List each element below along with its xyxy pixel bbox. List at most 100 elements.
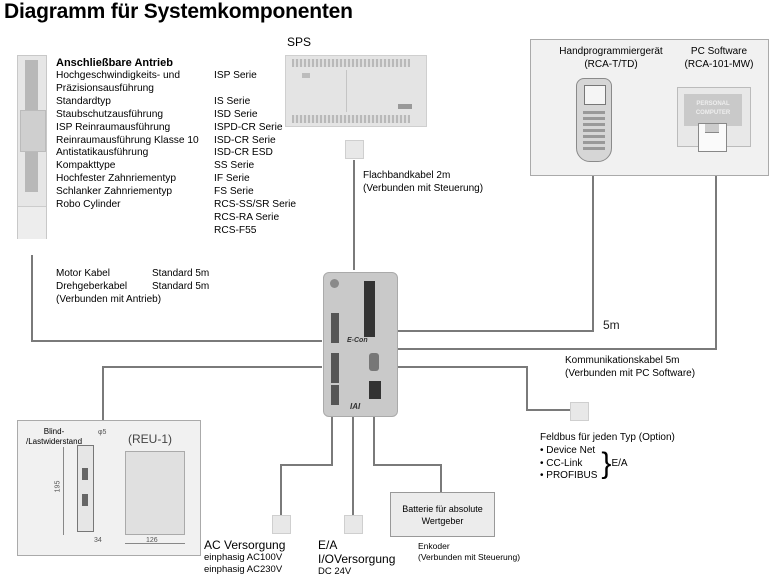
drive-series: ISP Serie (214, 70, 257, 81)
resistor-line2: /Lastwiderstand (26, 437, 83, 446)
plc-image (285, 55, 427, 127)
drive-type: Hochfester Zahnriementyp (56, 173, 177, 185)
regen-unit-wire (102, 366, 322, 420)
drive-type: Präzisionsausführung (56, 82, 154, 94)
flat-cable-line1: Flachbandkabel 2m (363, 170, 451, 181)
drive-series: FS Serie (214, 186, 254, 198)
drive-series: RCS-SS/SR Serie (214, 199, 297, 211)
drive-type: Hochgeschwindigkeits- und (56, 70, 181, 81)
drive-type: Staubschutzausführung (56, 108, 164, 120)
encoder-cable-label: Drehgeberkabel (56, 280, 128, 292)
battery-wire (373, 416, 442, 492)
fieldbus-heading: Feldbus für jeden Typ (Option) (540, 432, 675, 443)
battery-line1: Batterie für absolute (402, 503, 483, 514)
drive-series: IF Serie (214, 173, 250, 185)
drive-type: Antistatikausführung (56, 147, 149, 159)
drive-series: SS Serie (214, 160, 255, 172)
height-dim-line (63, 447, 64, 535)
pc-software-model: (RCA-101-MW) (684, 58, 754, 70)
battery-box: Batterie für absolute Wertgeber (390, 492, 495, 537)
ac-supply-230v: einphasig AC230V (204, 564, 283, 575)
drive-type: Kompakttype (56, 160, 116, 172)
actuator-image (17, 55, 47, 239)
teach-pendant-wire (397, 160, 594, 332)
drive-series: RCS-RA Serie (214, 211, 280, 223)
fieldbus-info: Feldbus für jeden Typ (Option) • Device … (540, 432, 675, 483)
battery-line2: Wertgeber (421, 515, 464, 526)
pc-software-name: PC Software (690, 46, 748, 57)
fieldbus-wire (397, 366, 570, 411)
cable-5m-label: 5m (603, 318, 620, 332)
comm-cable-line1: Kommunikationskabel 5m (565, 355, 680, 366)
controller-brand-label: IAI (350, 402, 361, 411)
io-supply-connector (344, 515, 363, 534)
small-width-dimension: 34 (94, 537, 102, 544)
comm-cable-line2: (Verbunden mit PC Software) (565, 367, 696, 379)
height-dimension: 195 (54, 480, 62, 493)
pc-software-wire (397, 160, 717, 350)
encoder-cable-value: Standard 5m (152, 280, 210, 292)
resistor-line1: Blind- (43, 427, 65, 436)
drive-series: ISD Serie (214, 108, 258, 120)
pc-screen-text-2: COMPUTER (695, 110, 731, 116)
ac-supply-wire (280, 416, 333, 515)
drive-series: RCS-F55 (214, 224, 257, 236)
drive-type: Standardtyp (56, 95, 111, 107)
drives-heading: Anschließbare Antrieb (56, 57, 173, 69)
diagram-title: Diagramm für Systemkomponenten (4, 0, 353, 23)
pc-screen-text-1: PERSONAL (696, 101, 730, 107)
controller-model-label: E-Con (347, 337, 368, 344)
encoder-line2: (Verbunden mit Steuerung) (418, 552, 521, 562)
motor-cable-note: (Verbunden mit Antrieb) (56, 293, 162, 305)
drive-type: Robo Cylinder (56, 199, 121, 211)
io-supply-info: E/A I/OVersorgung DC 24V (318, 538, 395, 578)
motor-cable-value: Standard 5m (152, 268, 210, 279)
fieldbus-brace: } (601, 446, 612, 480)
teach-pendant-name: Handprogrammiergerät (559, 46, 663, 57)
fieldbus-item-profibus: • PROFIBUS (540, 470, 598, 482)
reu-title: (REU-1) (128, 432, 172, 446)
drive-series: IS Serie (214, 95, 251, 107)
regen-unit-drawing (125, 451, 185, 535)
io-supply-line2: I/OVersorgung (318, 552, 396, 566)
hole-dimension: φ5 (98, 429, 107, 436)
drive-type: ISP Reinraumausführung (56, 121, 171, 133)
comm-cable-label: Kommunikationskabel 5m (Verbunden mit PC… (565, 355, 695, 381)
ac-supply-connector (272, 515, 291, 534)
sps-connector (345, 140, 364, 159)
flat-cable-label: Flachbandkabel 2m (Verbunden mit Steueru… (363, 170, 483, 196)
floppy-disk-icon (698, 123, 727, 152)
drive-series: ISD-CR Serie (214, 134, 276, 146)
motor-cable-info: Motor Kabel Standard 5m Drehgeberkabel S… (56, 268, 209, 306)
ac-supply-info: AC Versorgung einphasig AC100V einphasig… (204, 538, 285, 576)
fieldbus-item-devicenet: • Device Net (540, 444, 596, 456)
drive-type (56, 225, 214, 238)
teach-pendant-label: Handprogrammiergerät (RCA-T/TD) (545, 46, 677, 72)
drive-type (56, 212, 214, 225)
encoder-line1: Enkoder (418, 541, 450, 551)
regen-unit-panel: Blind- /Lastwiderstand φ5 (REU-1) 195 34… (17, 420, 201, 556)
drive-type: Reinraumausführung Klasse 10 (56, 134, 199, 146)
teach-pendant-model: (RCA-T/TD) (584, 58, 638, 70)
connectable-drives-list: Anschließbare Antrieb Hochgeschwindigkei… (56, 57, 296, 238)
ac-supply-heading: AC Versorgung (204, 538, 286, 552)
motor-cable-wire (31, 255, 322, 342)
io-supply-line1: E/A (318, 538, 338, 552)
pc-software-label: PC Software (RCA-101-MW) (679, 46, 759, 72)
resistor-label: Blind- /Lastwiderstand (26, 427, 82, 447)
ac-supply-100v: einphasig AC100V (204, 552, 283, 563)
io-supply-voltage: DC 24V (318, 566, 352, 577)
sps-label: SPS (287, 35, 312, 49)
drive-type: Schlanker Zahnriementyp (56, 186, 173, 198)
motor-cable-label: Motor Kabel (56, 268, 110, 279)
programming-tools-panel: Handprogrammiergerät (RCA-T/TD) PC Softw… (530, 39, 769, 176)
flat-cable-line2: (Verbunden mit Steuerung) (363, 182, 484, 194)
encoder-info: Enkoder (Verbunden mit Steuerung) (418, 541, 520, 563)
drive-series (214, 83, 296, 96)
teach-pendant-image (576, 78, 612, 162)
width-dim-line (125, 543, 185, 544)
drive-series: ISPD-CR Serie (214, 121, 283, 133)
large-width-dimension: 126 (146, 537, 158, 544)
fieldbus-connector (570, 402, 589, 421)
